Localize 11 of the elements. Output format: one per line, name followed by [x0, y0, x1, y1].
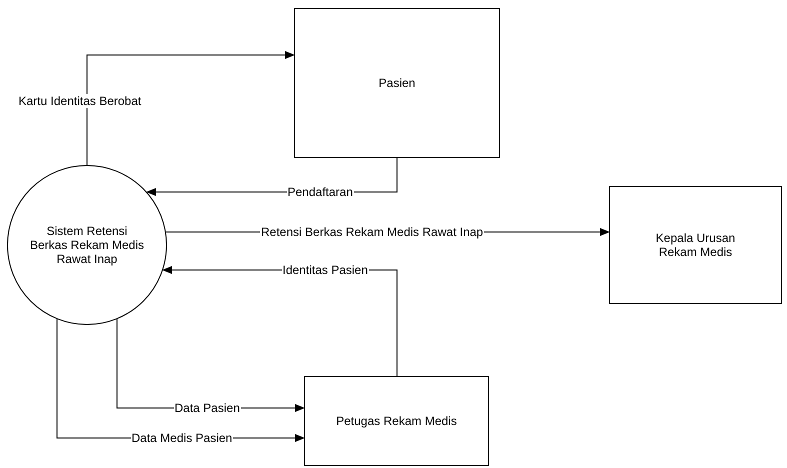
entity-box: Petugas Rekam Medis	[304, 376, 489, 466]
entity-box: Pasien	[294, 8, 500, 158]
edge-label: Kartu Identitas Berobat	[18, 94, 142, 108]
edge-label: Identitas Pasien	[282, 263, 369, 277]
arrow	[86, 51, 295, 166]
process-circle: Sistem Retensi Berkas Rekam Medis Rawat Inap	[7, 165, 167, 325]
edge-label: Retensi Berkas Rekam Medis Rawat Inap	[260, 225, 484, 239]
edge-label: Data Pasien	[174, 401, 241, 415]
edge-label: Data Medis Pasien	[130, 431, 234, 445]
entity-box: Kepala Urusan Rekam Medis	[609, 186, 782, 304]
edge-label: Pendaftaran	[286, 185, 354, 199]
